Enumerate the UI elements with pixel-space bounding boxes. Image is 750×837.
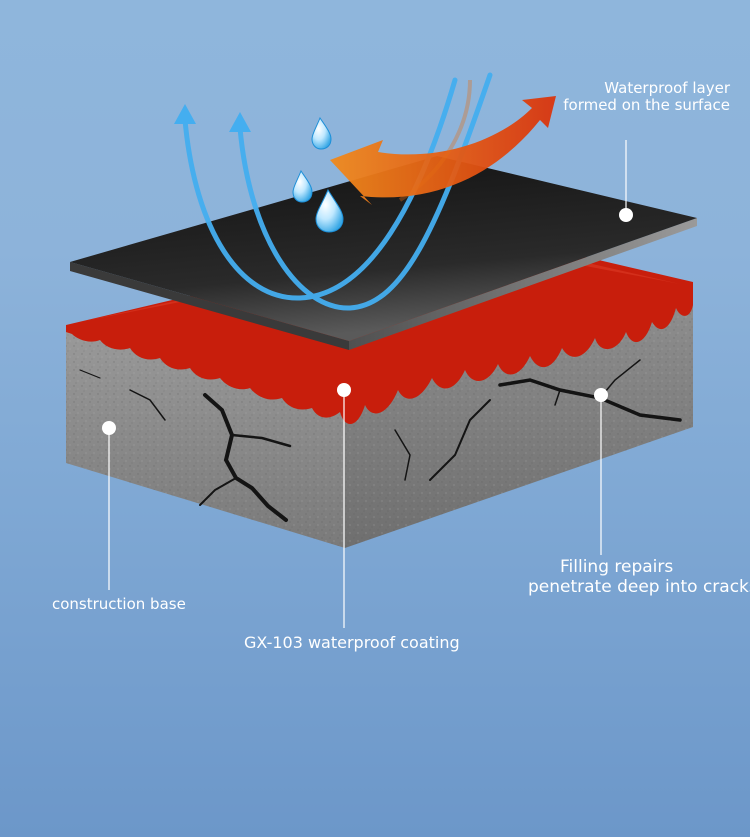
label-filling-repairs: Filling repairs penetrate deep into crac… [520,557,750,597]
callout-dot-cracks [594,388,608,402]
label-waterproof-layer-line2: formed on the surface [563,96,730,115]
callout-dot-membrane [619,208,633,222]
label-filling-repairs-line2: penetrate deep into cracks [528,576,750,597]
membrane-top [70,156,697,341]
label-coating: GX-103 waterproof coating [244,633,460,652]
label-waterproof-layer-line1: Waterproof layer [604,79,730,97]
callout-dots [102,208,633,435]
callout-dot-coating [337,383,351,397]
curved-arrow-icon [330,79,556,205]
waterproof-membrane [70,156,697,350]
label-waterproof-layer: Waterproof layer formed on the surface [540,79,730,115]
concrete-right-grain [345,300,693,548]
label-construction-base: construction base [52,595,186,613]
water-arrow-2 [237,72,493,311]
callout-lines [108,140,627,628]
arrow-up-icon [174,104,251,132]
water-drop-icon [292,116,344,233]
callout-dot-base [102,421,116,435]
membrane-edge [70,262,349,350]
label-filling-repairs-line1: Filling repairs [560,557,674,577]
membrane-edge-right [349,218,697,350]
